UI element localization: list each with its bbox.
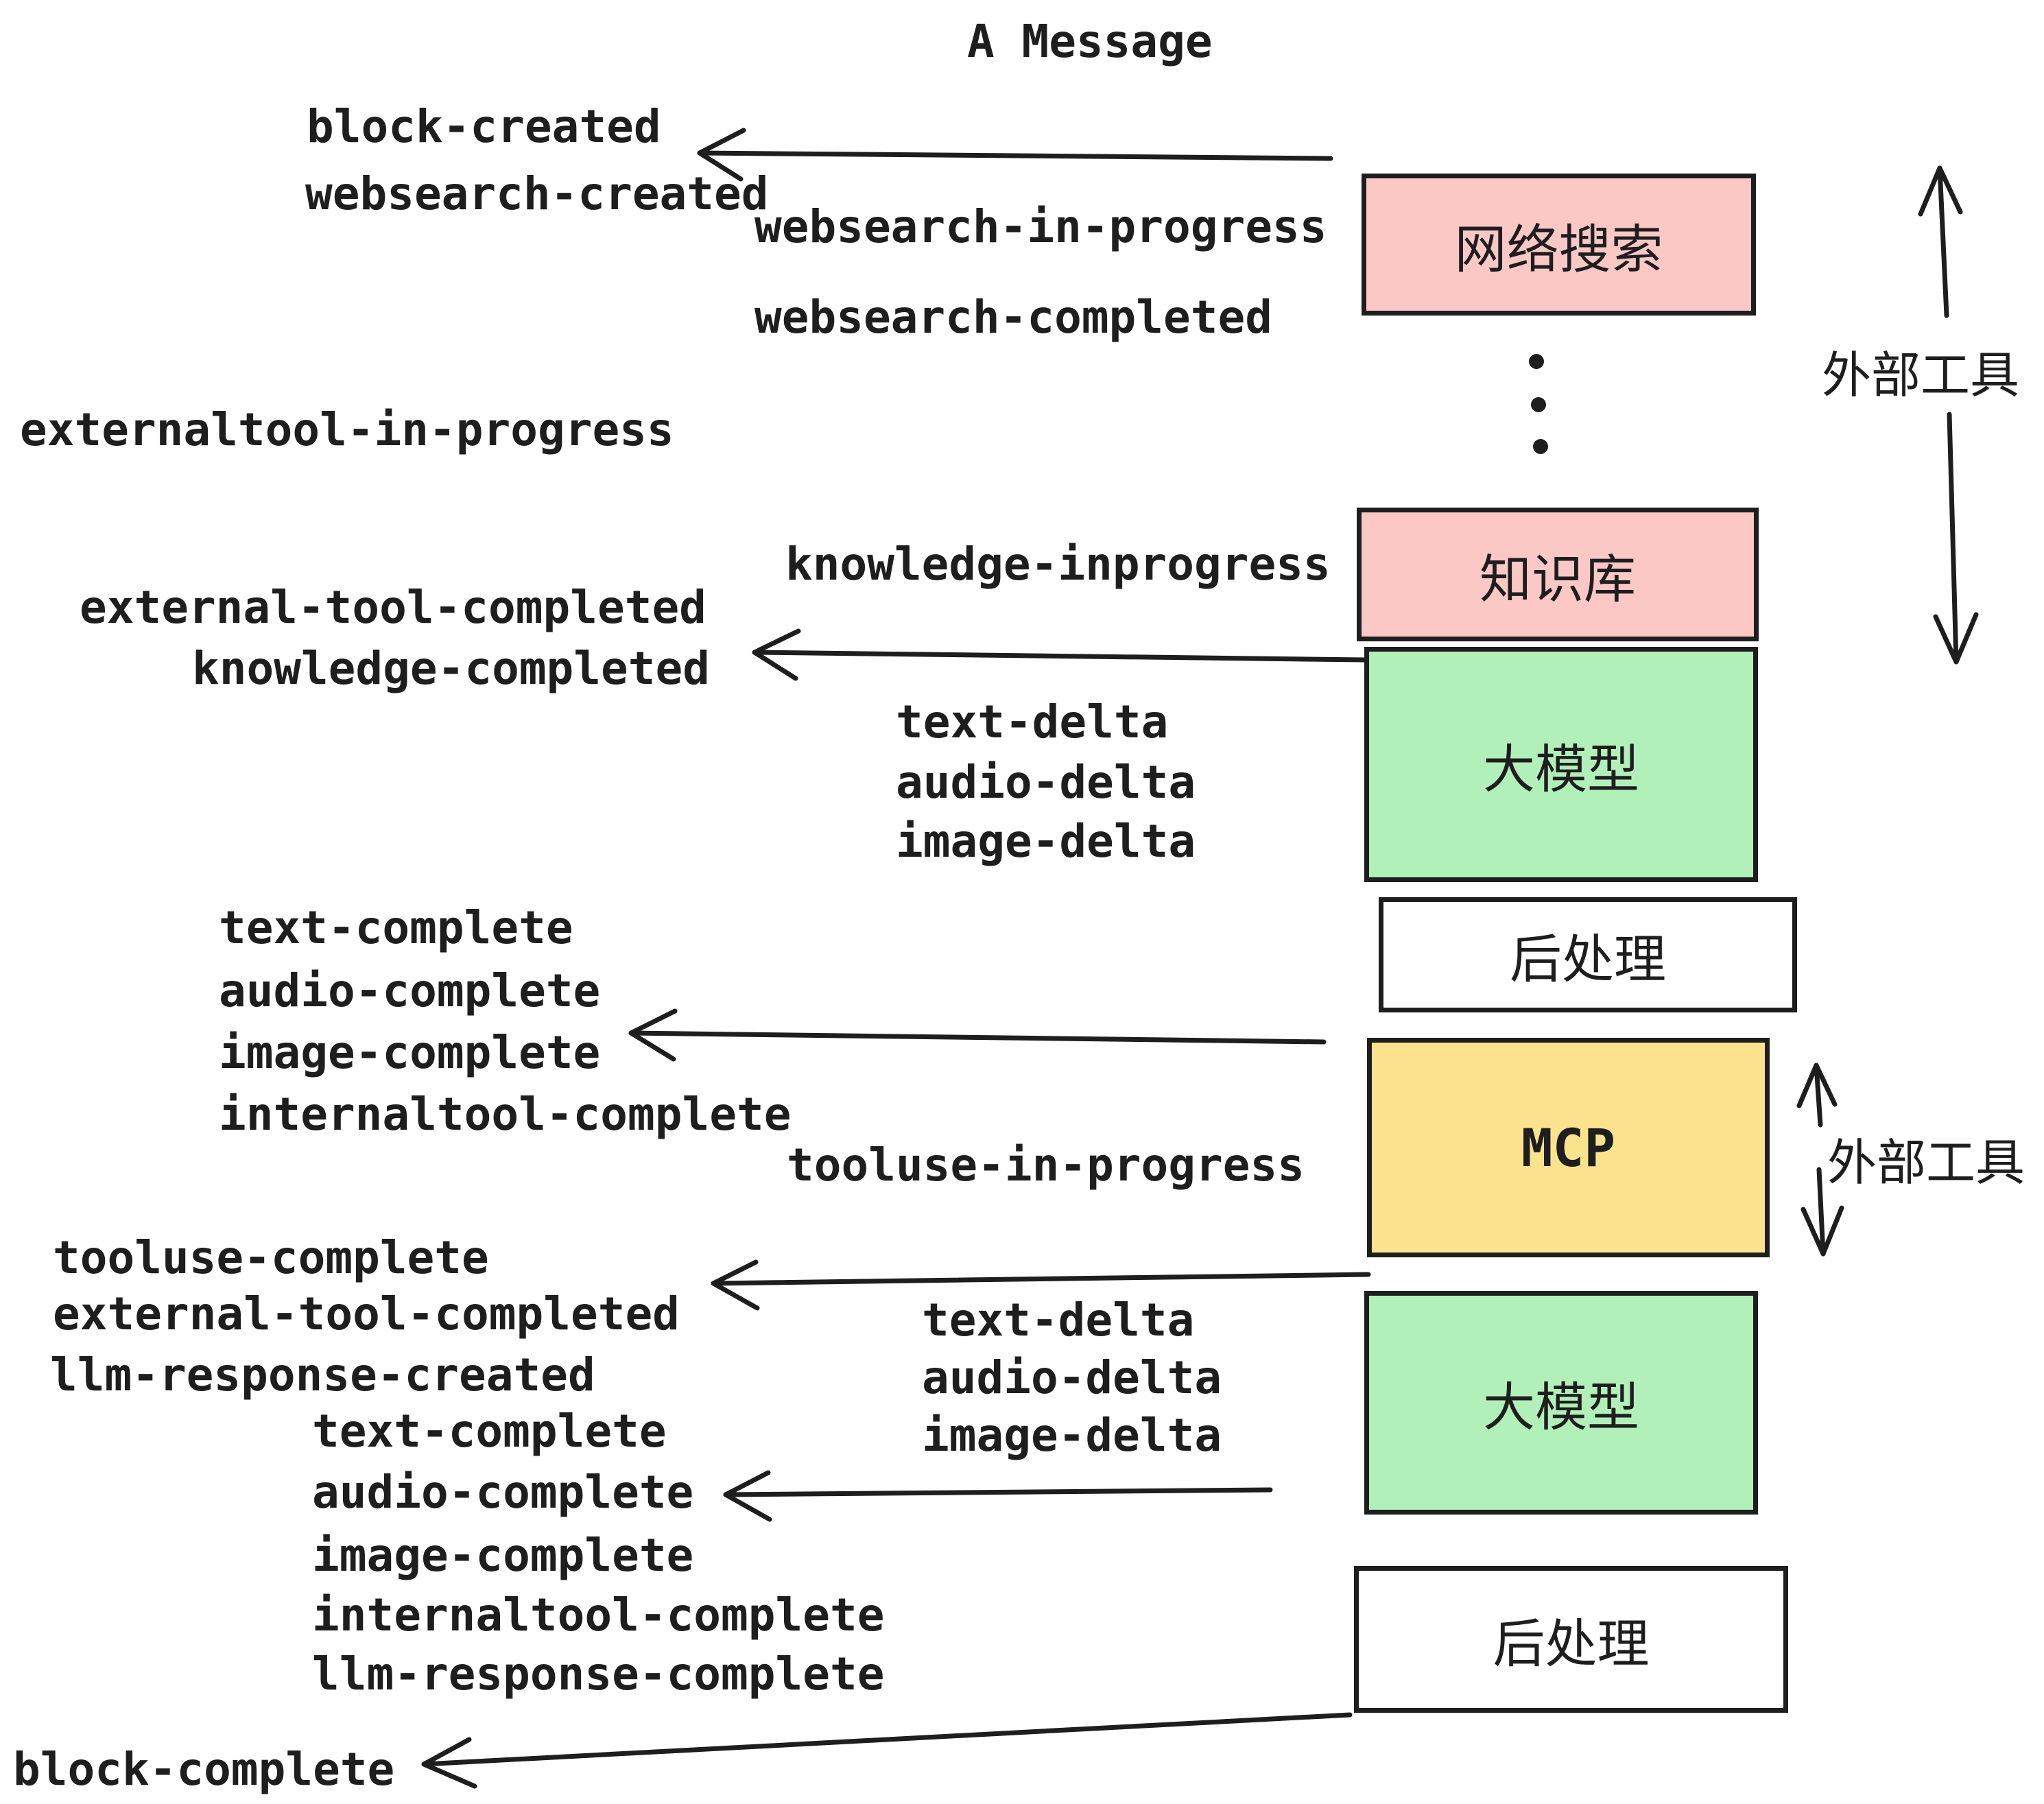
box-postprocess-1-label: 后处理	[1510, 929, 1666, 990]
event-label-image-complete-2: image-complete	[312, 1529, 694, 1582]
left-arrow-websearch-created-icon	[697, 128, 1333, 182]
event-label-external-tool-completed-1: external-tool-completed	[80, 581, 706, 634]
box-mcp-label: MCP	[1521, 1117, 1616, 1178]
down-arrow-external-tools-2-icon	[1801, 1167, 1844, 1257]
event-label-image-complete-1: image-complete	[219, 1026, 601, 1079]
down-arrow-external-tools-1-icon	[1933, 412, 1979, 665]
event-label-text-complete-1: text-complete	[219, 901, 573, 954]
diagram-title: A Message	[967, 15, 1213, 68]
box-websearch-label: 网络搜索	[1454, 218, 1663, 280]
event-label-image-delta-2: image-delta	[922, 1409, 1222, 1462]
event-label-image-delta-1: image-delta	[896, 815, 1196, 868]
box-knowledge-base-label: 知识库	[1479, 548, 1636, 610]
up-arrow-external-tools-2-icon	[1796, 1063, 1838, 1128]
event-label-internaltool-complete-1: internaltool-complete	[219, 1088, 792, 1141]
event-label-audio-delta-2: audio-delta	[922, 1351, 1222, 1404]
event-label-websearch-in-progress: websearch-in-progress	[754, 200, 1327, 253]
box-websearch: 网络搜索	[1362, 174, 1756, 316]
event-label-text-delta-1: text-delta	[896, 696, 1169, 748]
annotation-external-tools-1: 外部工具	[1822, 346, 2020, 404]
vertical-ellipsis-icon	[1529, 354, 1548, 454]
event-label-block-created: block-created	[307, 100, 661, 153]
event-label-audio-delta-1: audio-delta	[896, 756, 1196, 809]
left-arrow-external-tool-completed-icon	[711, 1259, 1371, 1311]
box-llm-2: 大模型	[1364, 1291, 1758, 1515]
event-label-websearch-completed: websearch-completed	[754, 291, 1272, 344]
event-label-external-tool-completed-2: external-tool-completed	[53, 1287, 680, 1340]
event-label-knowledge-completed: knowledge-completed	[192, 642, 710, 695]
event-label-externaltool-in-progress: externaltool-in-progress	[20, 403, 674, 456]
left-arrow-knowledge-completed-icon	[752, 628, 1368, 681]
event-label-audio-complete-1: audio-complete	[219, 964, 601, 1017]
box-knowledge-base: 知识库	[1357, 508, 1759, 641]
event-label-internaltool-complete-2: internaltool-complete	[312, 1589, 885, 1641]
event-label-knowledge-inprogress: knowledge-inprogress	[785, 538, 1331, 591]
event-label-websearch-created: websearch-created	[305, 167, 769, 220]
event-label-block-complete: block-complete	[13, 1743, 395, 1796]
annotation-external-tools-2: 外部工具	[1827, 1134, 2025, 1191]
left-arrow-image-complete-icon	[628, 1008, 1327, 1062]
box-llm-1-label: 大模型	[1483, 738, 1639, 800]
left-arrow-block-complete-icon	[421, 1712, 1353, 1789]
box-postprocess-2-label: 后处理	[1493, 1613, 1650, 1674]
box-postprocess-2: 后处理	[1354, 1566, 1788, 1713]
box-llm-1: 大模型	[1364, 647, 1758, 882]
event-label-tooluse-in-progress: tooluse-in-progress	[787, 1139, 1305, 1191]
event-label-text-delta-2: text-delta	[922, 1294, 1195, 1346]
box-llm-2-label: 大模型	[1483, 1377, 1639, 1438]
event-label-llm-response-created: llm-response-created	[50, 1349, 595, 1401]
event-label-llm-response-complete: llm-response-complete	[312, 1648, 885, 1700]
event-label-text-complete-2: text-complete	[312, 1405, 667, 1458]
event-label-tooluse-complete: tooluse-complete	[53, 1231, 489, 1284]
event-label-audio-complete-2: audio-complete	[312, 1466, 694, 1519]
left-arrow-audio-complete-icon	[723, 1470, 1273, 1522]
up-arrow-external-tools-1-icon	[1918, 165, 1963, 318]
box-postprocess-1: 后处理	[1379, 897, 1797, 1012]
box-mcp: MCP	[1367, 1038, 1770, 1257]
